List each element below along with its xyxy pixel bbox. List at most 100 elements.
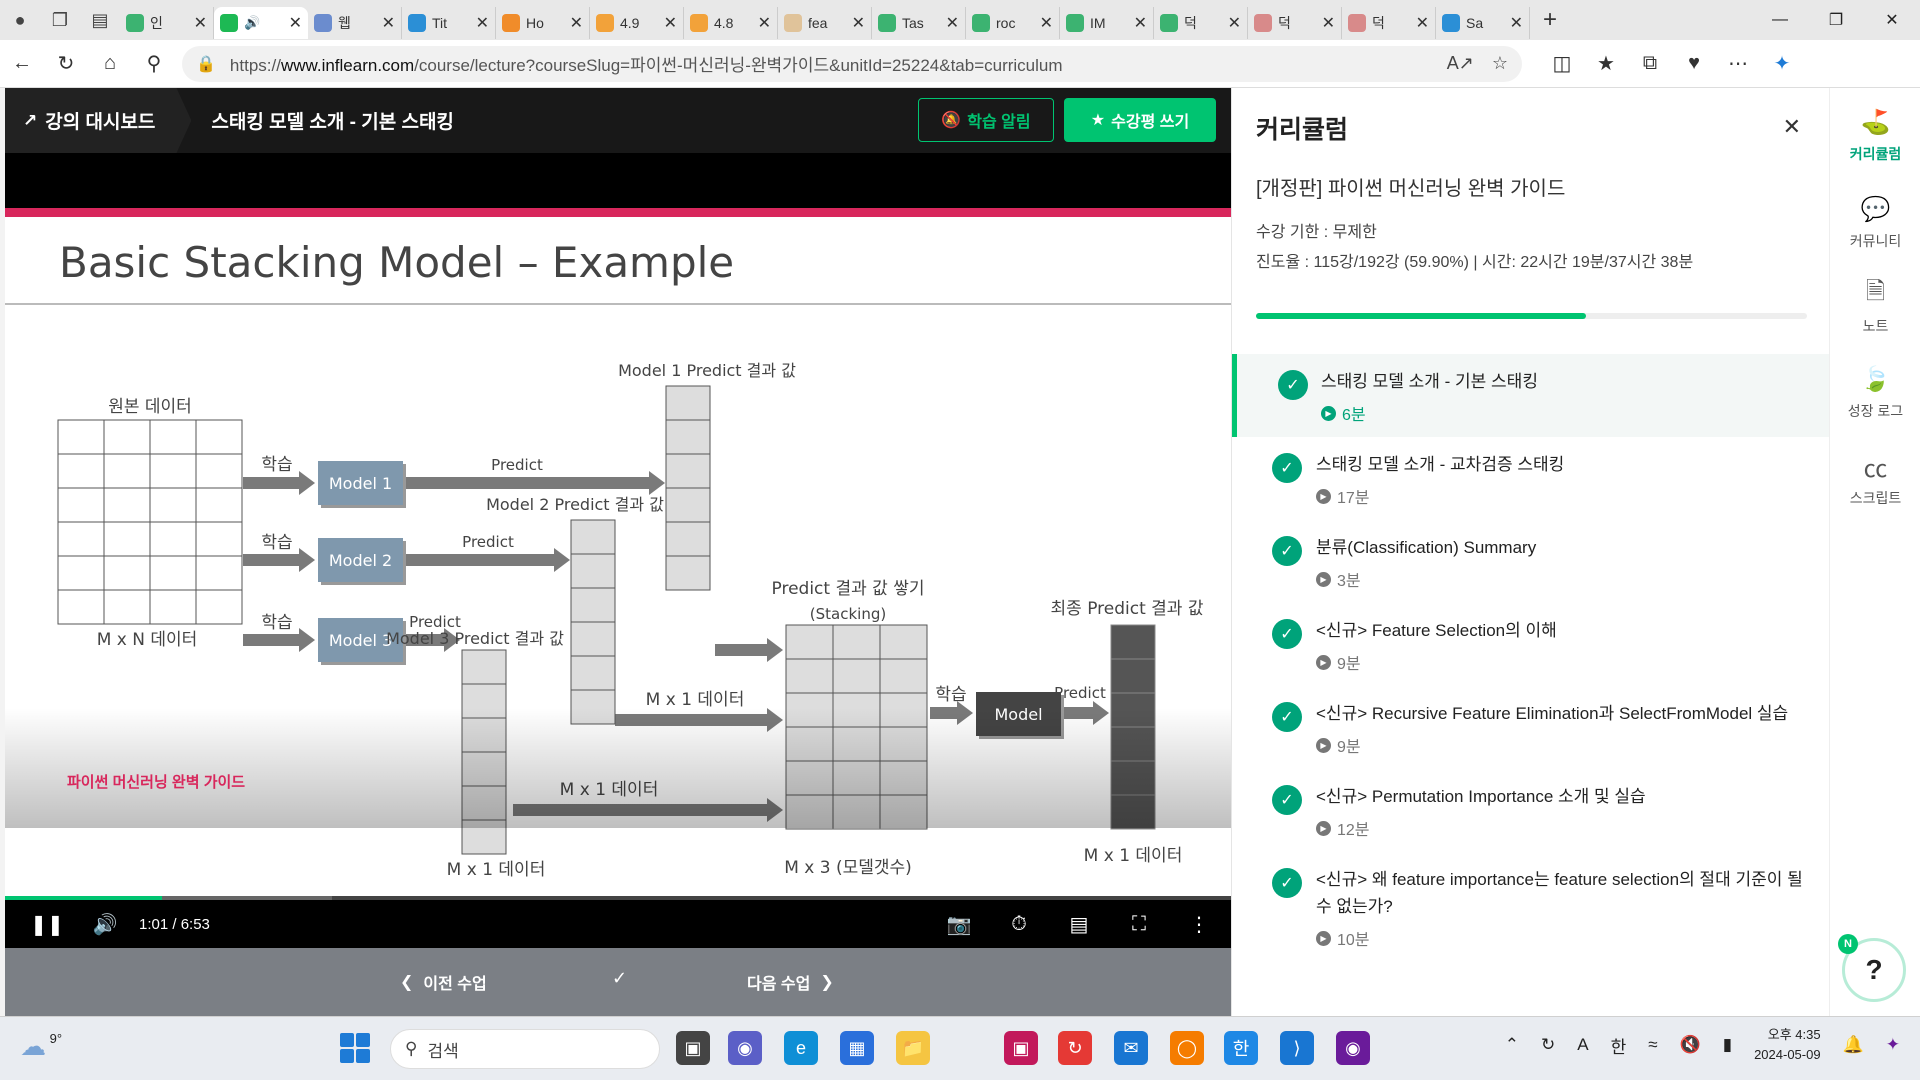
lesson-item[interactable]: ✓분류(Classification) Summary▶3분 xyxy=(1232,520,1830,603)
clock[interactable]: 오후 4:35 2024-05-09 xyxy=(1754,1025,1821,1065)
restore-button[interactable]: ❐ xyxy=(1828,12,1844,29)
playback-speed-icon[interactable]: ⏱ xyxy=(1011,912,1027,935)
fullscreen-icon[interactable]: ⛶ xyxy=(1132,912,1146,935)
rail-item[interactable]: ⛳커리큘럼 xyxy=(1830,106,1920,164)
tab-close-icon[interactable]: ✕ xyxy=(1039,15,1053,32)
rail-item[interactable]: 🗎노트 xyxy=(1830,278,1920,336)
volume-icon[interactable]: 🔊 xyxy=(92,913,118,936)
tab-close-icon[interactable]: ✕ xyxy=(1133,15,1147,32)
browser-tab[interactable]: Sa✕ xyxy=(1436,7,1530,39)
tab-close-icon[interactable]: ✕ xyxy=(569,15,583,32)
refresh-icon[interactable]: ↻ xyxy=(57,53,75,75)
close-window-button[interactable]: ✕ xyxy=(1885,12,1899,29)
tab-close-icon[interactable]: ✕ xyxy=(381,15,395,32)
browser-tab[interactable]: 웹✕ xyxy=(308,7,402,39)
tab-actions-icon[interactable]: ▤ xyxy=(91,9,109,30)
browser-tab[interactable]: IM✕ xyxy=(1060,7,1154,39)
favorite-star-icon[interactable]: ☆ xyxy=(1491,53,1508,73)
tab-close-icon[interactable]: ✕ xyxy=(663,15,677,32)
write-review-button[interactable]: ★ 수강평 쓰기 xyxy=(1064,98,1216,142)
ime-language[interactable]: 한 xyxy=(1610,1037,1627,1057)
tab-close-icon[interactable]: ✕ xyxy=(193,15,207,32)
next-lesson-button[interactable]: 다음 수업 ❯ xyxy=(747,970,834,994)
tab-close-icon[interactable]: ✕ xyxy=(757,15,771,32)
sync-tray-icon[interactable]: ↻ xyxy=(1540,1035,1556,1054)
ime-mode[interactable]: A xyxy=(1577,1035,1589,1054)
minimize-button[interactable]: — xyxy=(1772,11,1788,28)
study-notify-button[interactable]: 🔕 학습 알림 xyxy=(918,98,1054,142)
favorites-icon[interactable]: ★ xyxy=(1597,53,1615,75)
lesson-item[interactable]: ✓<신규> Recursive Feature Elimination과 Sel… xyxy=(1232,686,1830,769)
browser-essentials-icon[interactable]: ♥ xyxy=(1688,52,1700,74)
tab-close-icon[interactable]: ✕ xyxy=(288,15,302,32)
browser-tab[interactable]: 인✕ xyxy=(120,7,214,39)
notification-bell-icon[interactable]: 🔔 xyxy=(1842,1035,1864,1054)
battery-icon[interactable]: ▮ xyxy=(1722,1035,1733,1054)
lesson-item[interactable]: ✓<신규> Permutation Importance 소개 및 실습▶12분 xyxy=(1232,769,1830,852)
copilot-taskbar-icon[interactable]: ✦ xyxy=(1885,1035,1900,1054)
lock-icon[interactable]: 🔒 xyxy=(196,55,216,73)
rail-item[interactable]: 💬커뮤니티 xyxy=(1830,193,1920,251)
copilot-icon[interactable]: ✦ xyxy=(1773,53,1791,75)
weather-widget[interactable]: ☁ 9° xyxy=(20,1031,62,1062)
browser-tab[interactable]: Ho✕ xyxy=(496,7,590,39)
screenshot-camera-icon[interactable]: 📷 xyxy=(946,913,972,936)
jupyter-icon[interactable]: ◯ xyxy=(1170,1031,1204,1065)
address-bar[interactable]: 🔒 https://www.inflearn.com/course/lectur… xyxy=(182,45,1522,82)
home-icon[interactable]: ⌂ xyxy=(103,52,117,74)
back-icon[interactable]: ← xyxy=(12,52,32,74)
rail-item[interactable]: 🍃성장 로그 xyxy=(1830,363,1920,421)
wifi-icon[interactable]: ≈ xyxy=(1648,1035,1658,1054)
browser-tab[interactable]: 덕✕ xyxy=(1248,7,1342,39)
subtitles-icon[interactable]: ▤ xyxy=(1069,913,1089,936)
search-icon[interactable]: ⚲ xyxy=(146,53,162,75)
browser-tab[interactable]: 4.9✕ xyxy=(590,7,684,39)
lesson-item[interactable]: ✓스태킹 모델 소개 - 교차검증 스태킹▶17분 xyxy=(1232,437,1830,520)
more-menu-icon[interactable]: ⋯ xyxy=(1728,53,1748,75)
app-red-icon[interactable]: ▣ xyxy=(1004,1031,1038,1065)
more-options-icon[interactable]: ⋮ xyxy=(1189,913,1209,936)
workspaces-icon[interactable]: ❐ xyxy=(51,9,69,30)
read-aloud-icon[interactable]: A↗ xyxy=(1446,53,1474,73)
browser-tab[interactable]: 덕✕ xyxy=(1154,7,1248,39)
split-screen-icon[interactable]: ◫ xyxy=(1552,53,1572,75)
vscode-icon[interactable]: ⟩ xyxy=(1280,1031,1314,1065)
tab-close-icon[interactable]: ✕ xyxy=(851,15,865,32)
browser-tab[interactable]: 🔊✕ xyxy=(214,7,308,39)
browser-tab[interactable]: roc✕ xyxy=(966,7,1060,39)
browser-tab[interactable]: fea✕ xyxy=(778,7,872,39)
browser-tab[interactable]: 4.8✕ xyxy=(684,7,778,39)
tab-close-icon[interactable]: ✕ xyxy=(1227,15,1241,32)
mail-icon[interactable]: ✉ xyxy=(1114,1031,1148,1065)
edge-icon[interactable]: e xyxy=(784,1031,818,1065)
pause-icon[interactable]: ❚❚ xyxy=(30,913,64,936)
speaker-muted-icon[interactable]: 🔇 xyxy=(1679,1035,1701,1054)
video-progress-bar[interactable] xyxy=(5,896,1231,900)
tab-close-icon[interactable]: ✕ xyxy=(1509,15,1523,32)
browser-tab[interactable]: Tit✕ xyxy=(402,7,496,39)
task-view-icon[interactable]: ▣ xyxy=(676,1031,710,1065)
collections-icon[interactable]: ⧉ xyxy=(1642,52,1658,74)
korean-app-icon[interactable]: 한 xyxy=(1224,1031,1258,1065)
file-explorer-icon[interactable]: 📁 xyxy=(896,1031,930,1065)
lesson-item[interactable]: ✓<신규> Feature Selection의 이해▶9분 xyxy=(1232,603,1830,686)
start-button[interactable] xyxy=(340,1033,370,1063)
github-icon[interactable]: ◉ xyxy=(1336,1031,1370,1065)
store-icon[interactable]: ▦ xyxy=(840,1031,874,1065)
new-tab-button[interactable]: + xyxy=(1542,6,1557,33)
lesson-item[interactable]: ✓스태킹 모델 소개 - 기본 스태킹▶6분 xyxy=(1232,354,1830,437)
previous-lesson-button[interactable]: ❮ 이전 수업 xyxy=(400,970,487,994)
url-text[interactable]: https://www.inflearn.com/course/lecture?… xyxy=(230,51,1429,76)
lesson-item[interactable]: ✓<신규> 왜 feature importance는 feature sele… xyxy=(1232,852,1830,962)
browser-tab[interactable]: Tas✕ xyxy=(872,7,966,39)
sync-app-icon[interactable]: ↻ xyxy=(1058,1031,1092,1065)
tab-close-icon[interactable]: ✕ xyxy=(1415,15,1429,32)
tab-close-icon[interactable]: ✕ xyxy=(1321,15,1335,32)
tab-close-icon[interactable]: ✕ xyxy=(945,15,959,32)
tab-audio-icon[interactable]: 🔊 xyxy=(244,15,261,30)
profile-icon[interactable]: ● xyxy=(14,9,26,30)
chevron-up-icon[interactable]: ⌃ xyxy=(1504,1035,1519,1054)
taskbar-search[interactable]: ⚲ 검색 xyxy=(390,1029,660,1069)
